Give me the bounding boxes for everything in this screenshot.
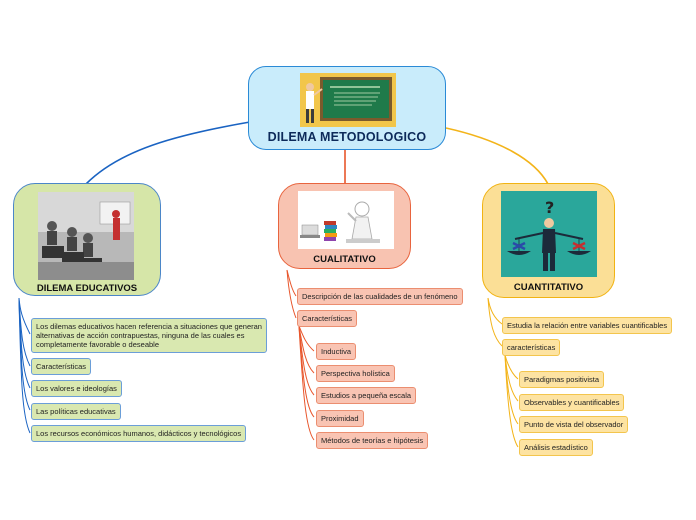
balance-scale-image: ?: [501, 191, 597, 277]
topic-title: CUANTITATIVO: [513, 282, 584, 293]
cuan-item-paradigmas[interactable]: Paradigmas positivista: [519, 371, 605, 388]
students-computers-image: [38, 192, 134, 280]
cuan-caracteristicas[interactable]: características: [502, 339, 561, 356]
edu-definition[interactable]: Los dilemas educativos hacen referencia …: [31, 318, 267, 353]
cuan-item-analisis[interactable]: Análisis estadístico: [519, 439, 593, 456]
cual-item-estudios[interactable]: Estudios a pequeña escala: [316, 387, 417, 404]
topic-title: CUALITATIVO: [313, 254, 376, 265]
cuan-item-observables[interactable]: Observables y cuantificables: [519, 394, 625, 411]
edu-caracteristicas[interactable]: Características: [31, 358, 92, 375]
cual-item-inductiva[interactable]: Inductiva: [316, 343, 357, 360]
cual-item-metodos[interactable]: Métodos de teorías e hipótesis: [316, 432, 429, 449]
edu-valores[interactable]: Los valores e ideologías: [31, 380, 122, 397]
topic-title: DILEMA EDUCATIVOS: [36, 283, 138, 294]
cual-caracteristicas[interactable]: Características: [297, 310, 358, 327]
topic-cuantitativo[interactable]: ? CUANTITATIVO: [482, 183, 615, 298]
svg-text:?: ?: [545, 198, 554, 217]
cual-descripcion[interactable]: Descripción de las cualidades de un fenó…: [297, 288, 463, 305]
thinker-books-image: [298, 191, 394, 249]
root-topic[interactable]: DILEMA METODOLOGICO: [248, 66, 446, 150]
cual-item-perspectiva[interactable]: Perspectiva holística: [316, 365, 395, 382]
edu-politicas[interactable]: Las políticas educativas: [31, 403, 121, 420]
topic-cualitativo[interactable]: CUALITATIVO: [278, 183, 411, 269]
edu-recursos[interactable]: Los recursos económicos humanos, didácti…: [31, 425, 247, 442]
root-title: DILEMA METODOLOGICO: [267, 130, 427, 144]
topic-dilema-educativos[interactable]: DILEMA EDUCATIVOS: [13, 183, 161, 296]
classroom-chalkboard-image: [300, 73, 396, 127]
cuan-item-punto[interactable]: Punto de vista del observador: [519, 416, 629, 433]
cual-item-proximidad[interactable]: Proximidad: [316, 410, 364, 427]
cuan-descripcion[interactable]: Estudia la relación entre variables cuan…: [502, 317, 673, 334]
